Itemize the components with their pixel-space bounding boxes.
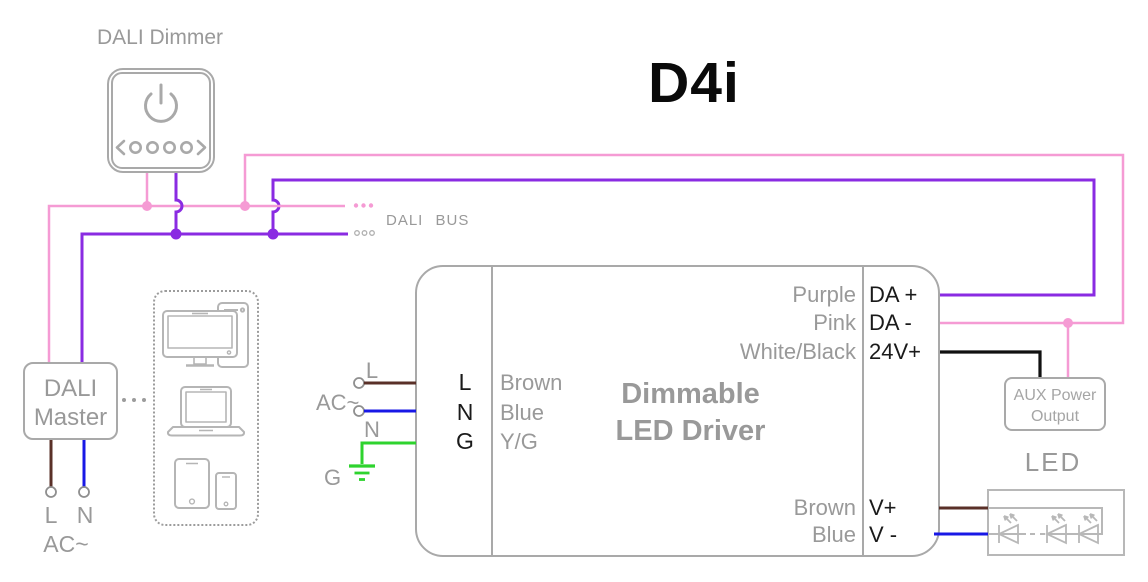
junction-dot-pink	[142, 201, 152, 211]
master-terminal-n-label: N	[76, 502, 94, 528]
ac-input-ac-label: AC~	[316, 390, 360, 415]
ac-input-n-label: N	[364, 417, 380, 442]
dali-bus-label: DALI BUS	[386, 212, 470, 229]
junction-dot-purple	[170, 228, 182, 240]
dali-dimmer-faceplate	[111, 72, 211, 169]
laptop-icon	[166, 386, 246, 437]
ground-icon	[349, 441, 416, 481]
driver-input-wire-colors: Brown Blue Y/G	[500, 368, 562, 457]
output-wire-color: Blue	[811, 522, 856, 547]
bus-continuation-dots-pink	[353, 203, 374, 208]
led-driver-box	[415, 265, 940, 557]
wire-dali-bus-purple	[80, 232, 348, 362]
driver-name-line2: LED Driver	[615, 415, 766, 447]
output-terminal: DA -	[869, 310, 912, 336]
junction-dot-purple	[267, 228, 279, 240]
output-terminal: V -	[869, 522, 898, 547]
driver-name: Dimmable LED Driver	[578, 376, 803, 450]
input-wire-color-g: Y/G	[500, 429, 538, 454]
smartphone-icon	[215, 472, 237, 510]
driver-output-terminals-top: DA + DA - 24V+	[869, 281, 921, 366]
bus-continuation-dots-purple	[354, 230, 375, 236]
master-ac-label: AC~	[43, 531, 89, 557]
dali-master-box: DALI Master	[23, 362, 118, 440]
aux-label-line1: AUX Power	[1013, 387, 1097, 404]
page-title: D4i	[648, 51, 740, 115]
desktop-computer-icon	[162, 302, 249, 368]
output-wire-color: Brown	[793, 495, 856, 520]
junction-dot-pink	[240, 201, 250, 211]
input-wire-color-l: Brown	[500, 370, 563, 395]
aux-label-line2: Output	[1030, 408, 1080, 425]
wire-da-plus-purple	[271, 178, 1096, 297]
output-terminal: DA +	[869, 282, 918, 307]
terminal-circle-master-n	[78, 486, 90, 498]
driver-output-wire-colors-top: Purple Pink White/Black	[690, 281, 856, 366]
aux-power-output-box: AUX Power Output	[1004, 377, 1106, 431]
led-label: LED	[1024, 447, 1082, 477]
wire-dimmer-purple	[174, 173, 184, 234]
control-devices-group	[153, 290, 259, 526]
output-wire-color: Pink	[813, 310, 856, 336]
master-devices-link-dots	[122, 398, 146, 402]
output-wire-color: Purple	[792, 282, 856, 307]
led-diode-icon	[996, 513, 1019, 545]
driver-output-terminals-bottom: V+ V -	[869, 494, 897, 548]
led-diode-icon	[1044, 513, 1067, 545]
output-terminal: 24V+	[869, 338, 921, 364]
wire-da-minus-pink	[243, 153, 1125, 325]
driver-output-wire-colors-bottom: Brown Blue	[690, 494, 856, 548]
driver-terminal-block: L N G	[440, 368, 490, 457]
master-terminal-l-label: L	[44, 502, 58, 528]
driver-terminal-g: G	[456, 428, 474, 454]
dim-level-dots-icon	[115, 139, 207, 156]
driver-terminal-n: N	[456, 398, 474, 425]
led-strip-circuit	[988, 507, 1103, 535]
wire-24v-black	[940, 350, 1042, 377]
driver-terminal-l: L	[458, 369, 472, 395]
led-strip-box	[987, 489, 1125, 556]
output-wire-color: White/Black	[739, 338, 856, 364]
driver-name-line1: Dimmable	[621, 378, 760, 410]
power-icon	[144, 83, 178, 123]
dali-master-label-line1: DALI	[43, 375, 98, 402]
output-terminal: V+	[869, 495, 897, 520]
input-wire-color-n: Blue	[500, 399, 545, 425]
tablet-icon	[174, 458, 210, 509]
led-diode-icon	[1076, 513, 1099, 545]
ac-input-g-label: G	[324, 465, 342, 490]
ac-input-l-label: L	[365, 358, 379, 383]
terminal-circle-master-l	[45, 486, 57, 498]
dali-dimmer-label: DALI Dimmer	[96, 26, 223, 49]
dali-master-label-line2: Master	[33, 404, 108, 431]
